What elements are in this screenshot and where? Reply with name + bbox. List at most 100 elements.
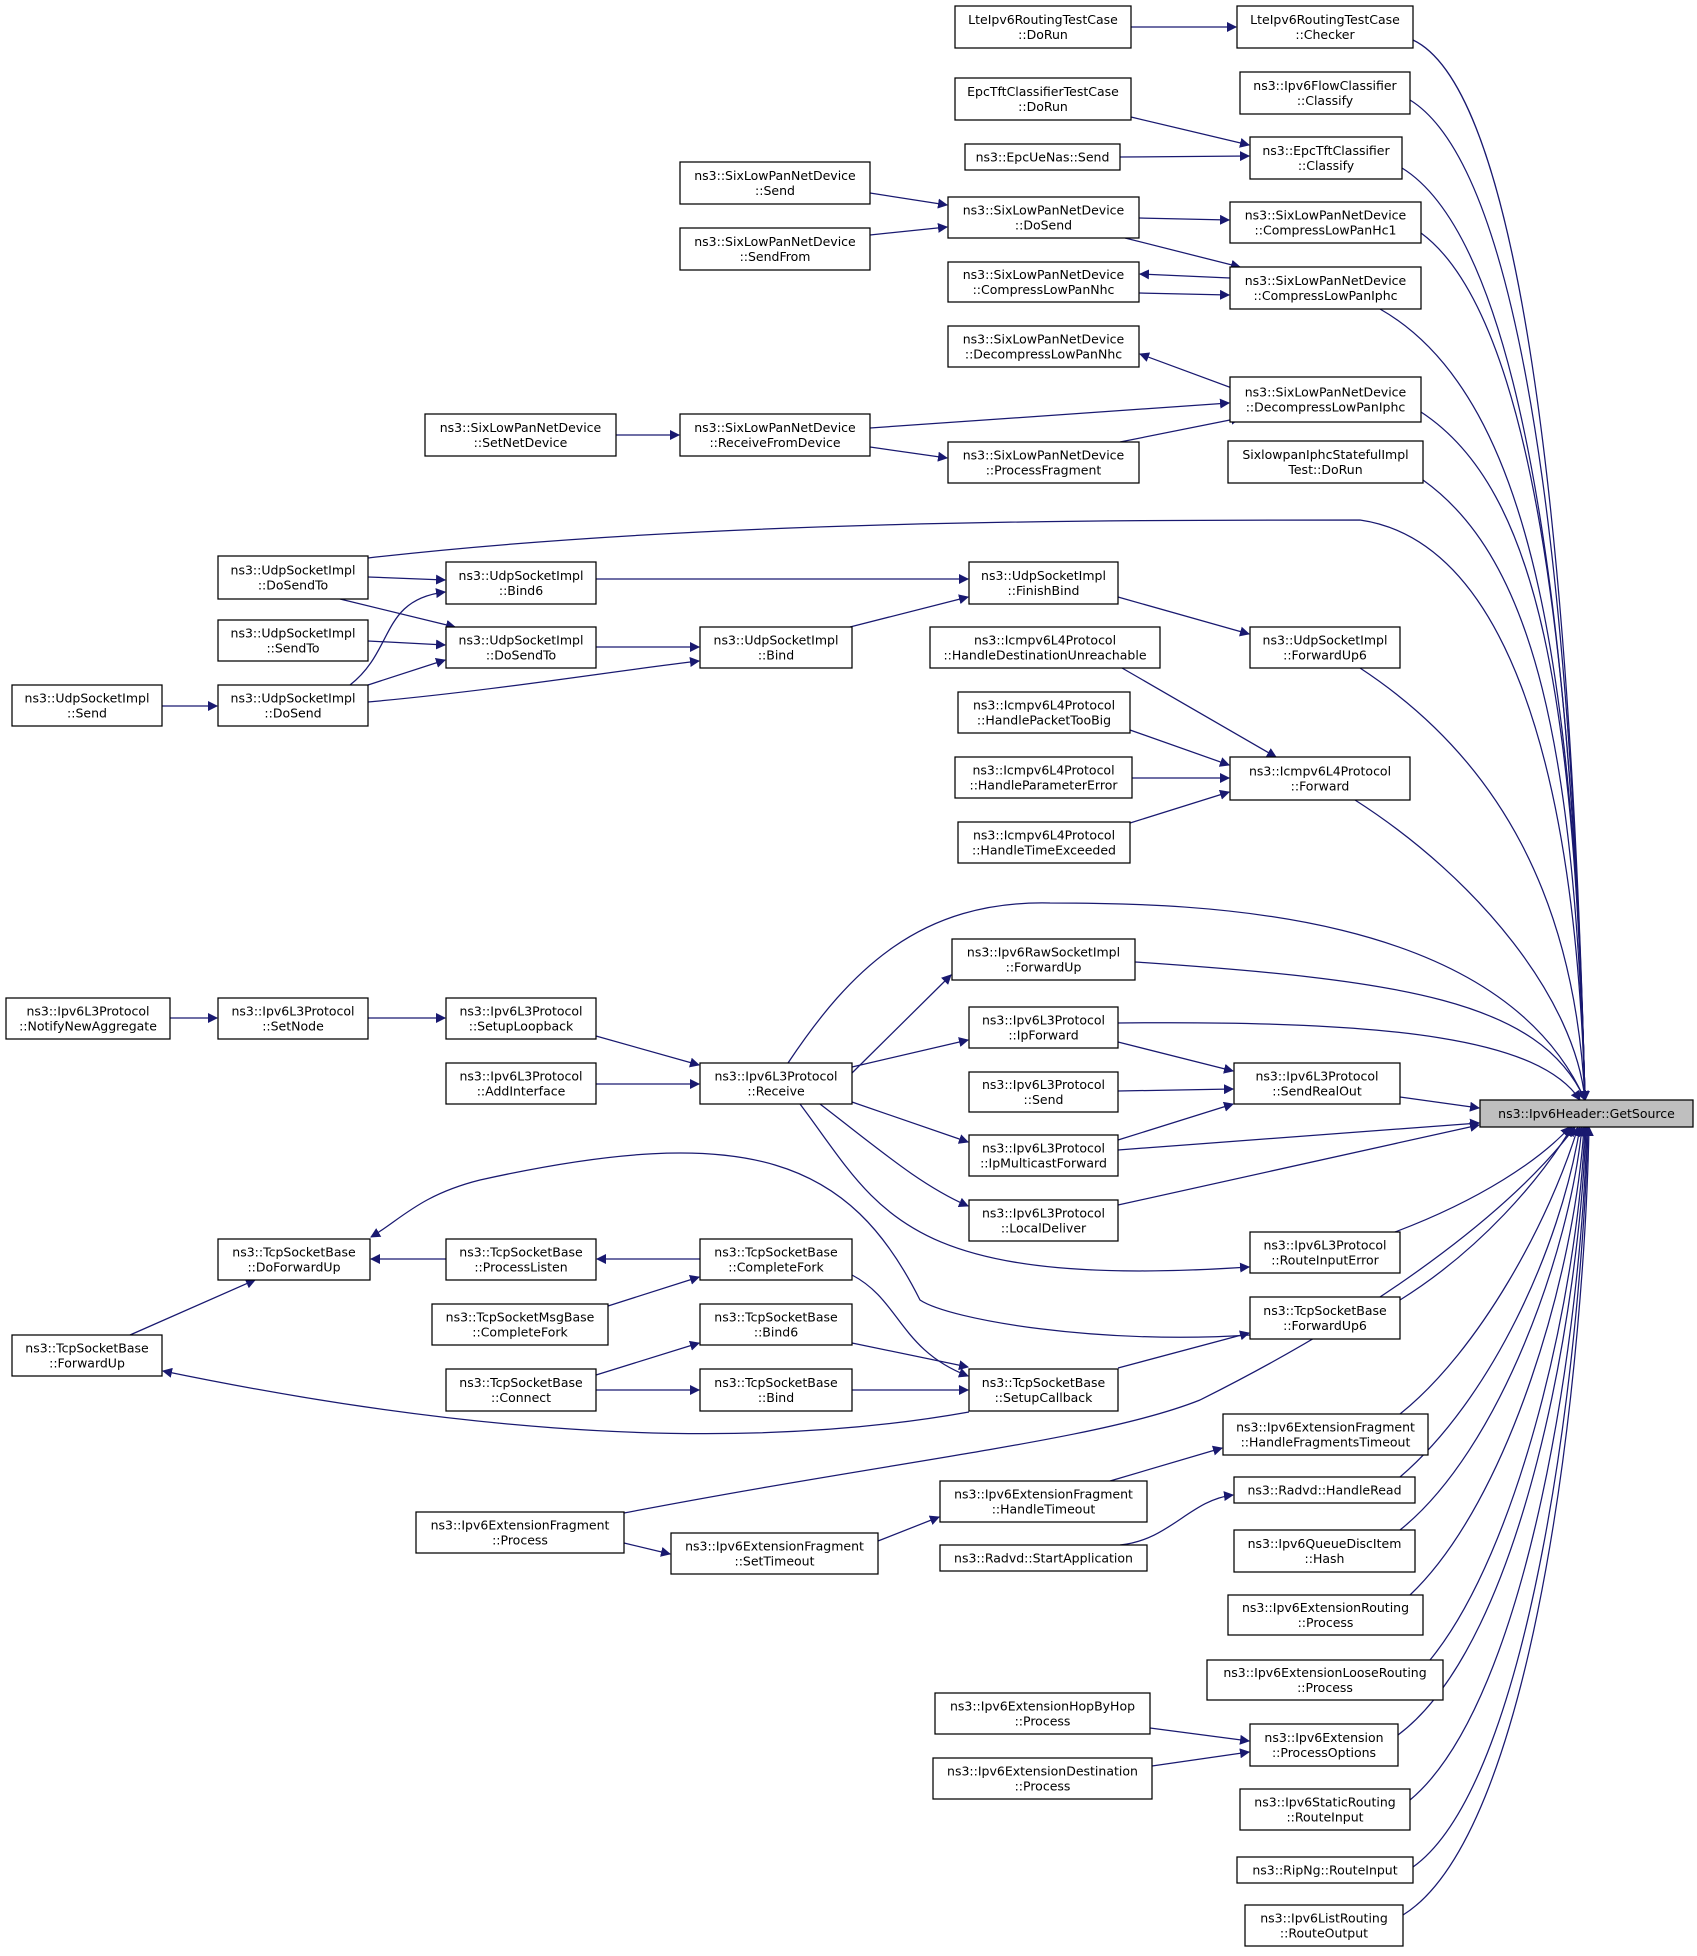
- node-l3-send[interactable]: ns3::Ipv6L3Protocol::Send: [968, 1071, 1119, 1113]
- node-l3-receive[interactable]: ns3::Ipv6L3Protocol::Receive: [699, 1062, 853, 1105]
- node-icmp-hte[interactable]: ns3::Icmpv6L4Protocol::HandleTimeExceede…: [957, 821, 1131, 864]
- node-udp-fwdup6[interactable]: ns3::UdpSocketImpl::ForwardUp6: [1249, 626, 1401, 669]
- edge-l3_send-to-l3_sendreal: [1117, 1084, 1234, 1095]
- node-ext-routing[interactable]: ns3::Ipv6ExtensionRouting::Process: [1227, 1594, 1424, 1636]
- node-slp-send[interactable]: ns3::SixLowPanNetDevice::Send: [679, 161, 871, 205]
- node-slp-diphc[interactable]: ns3::SixLowPanNetDevice::DecompressLowPa…: [1229, 376, 1422, 423]
- node-frag-ht[interactable]: ns3::Ipv6ExtensionFragment::HandleTimeou…: [939, 1480, 1148, 1523]
- node-epc-dorun[interactable]: EpcTftClassifierTestCase::DoRun: [954, 77, 1132, 121]
- edge-udp_dosend-to-udp_bind6: [349, 588, 446, 686]
- node-box: [1233, 1529, 1416, 1573]
- node-ripng-ri[interactable]: ns3::RipNg::RouteInput: [1236, 1856, 1414, 1884]
- node-tcp-bind6[interactable]: ns3::TcpSocketBase::Bind6: [699, 1303, 853, 1346]
- node-label-line: ns3::Ipv6L3Protocol: [1255, 1069, 1378, 1084]
- node-icmp-hpe[interactable]: ns3::Icmpv6L4Protocol::HandleParameterEr…: [954, 756, 1133, 799]
- node-lte-checker[interactable]: LteIpv6RoutingTestCase::Checker: [1236, 5, 1414, 49]
- node-radvd-start[interactable]: ns3::Radvd::StartApplication: [939, 1544, 1148, 1572]
- node-slp-iphc[interactable]: ns3::SixLowPanNetDevice::CompressLowPanI…: [1229, 266, 1422, 310]
- node-label-line: ns3::UdpSocketImpl: [231, 563, 356, 578]
- node-label-line: ns3::Ipv6L3Protocol: [231, 1004, 354, 1019]
- edge-tcp_cfork-to-tcp_setupcb: [851, 1274, 969, 1378]
- node-tcp-dofwdup[interactable]: ns3::TcpSocketBase::DoForwardUp: [217, 1238, 371, 1281]
- edges: [129, 22, 1594, 1916]
- node-list-ro[interactable]: ns3::Ipv6ListRouting::RouteOutput: [1244, 1904, 1404, 1947]
- edge-tcp_fwdup-to-tcp_dofwdup: [129, 1279, 256, 1336]
- node-slp-dosend[interactable]: ns3::SixLowPanNetDevice::DoSend: [947, 196, 1140, 239]
- node-udp-sendto[interactable]: ns3::UdpSocketImpl::SendTo: [217, 619, 369, 662]
- node-slp-dnhc[interactable]: ns3::SixLowPanNetDevice::DecompressLowPa…: [947, 325, 1140, 368]
- node-ext-hbh[interactable]: ns3::Ipv6ExtensionHopByHop::Process: [934, 1692, 1151, 1735]
- edge-arrow: [1119, 414, 1241, 443]
- node-udp-dosend[interactable]: ns3::UdpSocketImpl::DoSend: [217, 684, 369, 727]
- node-box: [1229, 201, 1422, 244]
- edge-arrow: [819, 1103, 969, 1207]
- edge-l3_receive-to-l3_local: [819, 1103, 969, 1207]
- node-l3-ipfwd[interactable]: ns3::Ipv6L3Protocol::IpForward: [968, 1006, 1119, 1049]
- node-tcp-cfork[interactable]: ns3::TcpSocketBase::CompleteFork: [699, 1238, 853, 1281]
- node-ext-procopts[interactable]: ns3::Ipv6Extension::ProcessOptions: [1249, 1723, 1399, 1767]
- node-flow-classify[interactable]: ns3::Ipv6FlowClassifier::Classify: [1239, 71, 1411, 115]
- node-udp-bind6[interactable]: ns3::UdpSocketImpl::Bind6: [445, 561, 597, 605]
- edge-arrow: [877, 1515, 940, 1542]
- node-l3-setnode[interactable]: ns3::Ipv6L3Protocol::SetNode: [217, 997, 369, 1040]
- node-queue-hash[interactable]: ns3::Ipv6QueueDiscItem::Hash: [1233, 1529, 1416, 1573]
- node-tcpmsg-cfork[interactable]: ns3::TcpSocketMsgBase::CompleteFork: [431, 1303, 609, 1346]
- node-icmp-hptb[interactable]: ns3::Icmpv6L4Protocol::HandlePacketTooBi…: [957, 691, 1131, 734]
- node-icmp-fwd[interactable]: ns3::Icmpv6L4Protocol::Forward: [1229, 756, 1411, 801]
- node-l3-mcast[interactable]: ns3::Ipv6L3Protocol::IpMulticastForward: [968, 1134, 1119, 1177]
- node-l3-addif[interactable]: ns3::Ipv6L3Protocol::AddInterface: [445, 1062, 597, 1105]
- node-slp-frag[interactable]: ns3::SixLowPanNetDevice::ProcessFragment: [947, 441, 1140, 484]
- node-udp-finishbind[interactable]: ns3::UdpSocketImpl::FinishBind: [968, 561, 1119, 605]
- node-slp-setnet[interactable]: ns3::SixLowPanNetDevice::SetNetDevice: [424, 413, 617, 457]
- node-ext-loose[interactable]: ns3::Ipv6ExtensionLooseRouting::Process: [1206, 1659, 1444, 1701]
- node-label-line: Test::DoRun: [1287, 462, 1362, 477]
- node-label-line: ns3::UdpSocketImpl: [459, 633, 584, 648]
- node-box: [217, 619, 369, 662]
- node-icmp-hdu[interactable]: ns3::Icmpv6L4Protocol::HandleDestination…: [929, 626, 1161, 669]
- node-box: [947, 441, 1140, 484]
- node-l3-rie[interactable]: ns3::Ipv6L3Protocol::RouteInputError: [1249, 1231, 1401, 1274]
- node-tcp-setupcb[interactable]: ns3::TcpSocketBase::SetupCallback: [968, 1368, 1119, 1412]
- edge-arrow: [607, 1274, 700, 1307]
- node-tcp-fwdup6[interactable]: ns3::TcpSocketBase::ForwardUp6: [1249, 1296, 1401, 1340]
- node-l3-loopback[interactable]: ns3::Ipv6L3Protocol::SetupLoopback: [445, 997, 597, 1040]
- edge-icmp_hptb-to-icmp_fwd: [1129, 729, 1230, 767]
- node-tcp-fwdup[interactable]: ns3::TcpSocketBase::ForwardUp: [11, 1334, 163, 1377]
- node-tcp-connect[interactable]: ns3::TcpSocketBase::Connect: [445, 1368, 597, 1412]
- node-epc-classify[interactable]: ns3::EpcTftClassifier::Classify: [1249, 136, 1403, 180]
- node-slp-sendfrom[interactable]: ns3::SixLowPanNetDevice::SendFrom: [679, 227, 871, 271]
- node-target[interactable]: ns3::Ipv6Header::GetSource: [1479, 1099, 1694, 1128]
- node-box: [1249, 1231, 1401, 1274]
- node-slp-nhc[interactable]: ns3::SixLowPanNetDevice::CompressLowPanN…: [947, 261, 1140, 303]
- node-static-ri[interactable]: ns3::Ipv6StaticRouting::RouteInput: [1239, 1788, 1411, 1831]
- edge-arrow: [1399, 1096, 1480, 1112]
- node-l3-notify[interactable]: ns3::Ipv6L3Protocol::NotifyNewAggregate: [5, 997, 171, 1040]
- node-frag-process[interactable]: ns3::Ipv6ExtensionFragment::Process: [415, 1511, 625, 1554]
- node-udp-send[interactable]: ns3::UdpSocketImpl::Send: [11, 684, 163, 727]
- node-label-line: ns3::SixLowPanNetDevice: [963, 203, 1125, 218]
- node-slp-hc1[interactable]: ns3::SixLowPanNetDevice::CompressLowPanH…: [1229, 201, 1422, 244]
- edge-icmp_hte-to-icmp_fwd: [1129, 789, 1230, 824]
- node-ext-dest[interactable]: ns3::Ipv6ExtensionDestination::Process: [932, 1757, 1153, 1800]
- node-frag-settimeout[interactable]: ns3::Ipv6ExtensionFragment::SetTimeout: [670, 1532, 879, 1575]
- node-epcue-send[interactable]: ns3::EpcUeNas::Send: [964, 143, 1121, 171]
- edge-l3_receive-to-target: [787, 902, 1586, 1101]
- node-box: [947, 325, 1140, 368]
- node-frag-hft[interactable]: ns3::Ipv6ExtensionFragment::HandleFragme…: [1222, 1413, 1429, 1456]
- node-radvd-hr[interactable]: ns3::Radvd::HandleRead: [1233, 1476, 1416, 1504]
- node-udp-bind[interactable]: ns3::UdpSocketImpl::Bind: [699, 626, 853, 669]
- node-l3-local[interactable]: ns3::Ipv6L3Protocol::LocalDeliver: [968, 1199, 1119, 1242]
- node-lte-dorun[interactable]: LteIpv6RoutingTestCase::DoRun: [954, 5, 1132, 49]
- node-raw-fwdup[interactable]: ns3::Ipv6RawSocketImpl::ForwardUp: [951, 938, 1136, 981]
- edge-arrow: [1117, 1022, 1581, 1101]
- node-udp-dosendto[interactable]: ns3::UdpSocketImpl::DoSendTo: [217, 555, 369, 600]
- edge-arrow: [851, 1342, 969, 1371]
- node-label-line: ns3::Ipv6ExtensionDestination: [947, 1764, 1138, 1779]
- node-tcp-plisten[interactable]: ns3::TcpSocketBase::ProcessListen: [445, 1238, 597, 1281]
- node-l3-sendreal[interactable]: ns3::Ipv6L3Protocol::SendRealOut: [1233, 1062, 1401, 1105]
- node-tcp-bind[interactable]: ns3::TcpSocketBase::Bind: [699, 1368, 853, 1412]
- node-udp-dosendto2[interactable]: ns3::UdpSocketImpl::DoSendTo: [445, 626, 597, 669]
- node-slp-recv[interactable]: ns3::SixLowPanNetDevice::ReceiveFromDevi…: [679, 413, 871, 457]
- node-label-line: EpcTftClassifierTestCase: [967, 84, 1119, 99]
